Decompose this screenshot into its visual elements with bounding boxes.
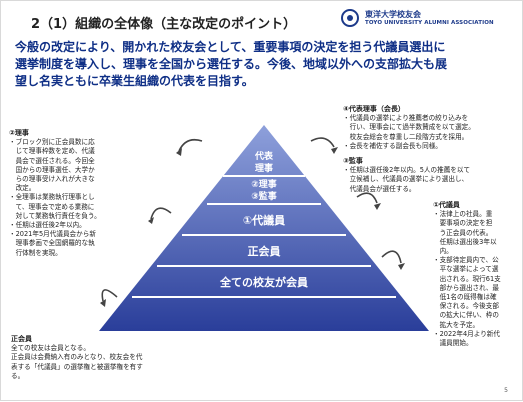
note-riji-heading: ②理事 <box>9 129 29 137</box>
arrow-right-lower-icon <box>381 250 402 264</box>
note-line: 国からの理事選任、大学か <box>9 165 95 174</box>
note-line: 要事項の決定を担 <box>433 219 493 228</box>
tier-4-label: 正会員 <box>248 244 281 258</box>
pyramid-shape <box>99 125 429 331</box>
note-kanji-heading: ③監事 <box>343 157 363 165</box>
arrow-right-mid-icon <box>356 192 378 204</box>
note-line: 部から選出され、最 <box>433 283 500 292</box>
tier-1-label-b: 理事 <box>255 162 273 174</box>
lead-line-3: 望し名実ともに卒業生組織の代表を目指す。 <box>15 74 254 88</box>
note-daigiin: ①代議員 ・法律上の社員。重 要事項の決定を担 う正会員の代表。 任期は選出後3… <box>433 201 521 348</box>
lead-line-1: 今般の改定により、開かれた校友会として、重要事項の決定を担う代議員選出に <box>15 40 446 54</box>
alumni-logo: 東洋大学校友会 TOYO UNIVERSITY ALUMNI ASSOCIATI… <box>341 7 511 33</box>
note-line: 平な選挙によって選 <box>433 265 499 274</box>
arrow-left-upper-icon <box>178 138 203 152</box>
note-line: らの理事受け入れが大きな <box>9 175 95 184</box>
arrow-right-upper-icon <box>310 137 335 148</box>
note-line: 理事参画で全国網羅的な執 <box>9 239 95 248</box>
note-line: 議員開始。 <box>433 339 473 348</box>
note-line: 正会員は会費納入有のみとなり、校友会を代 <box>11 353 143 362</box>
note-daigiin-heading: ①代議員 <box>433 201 460 209</box>
note-line: 全ての校友は会員となる。 <box>11 344 90 353</box>
note-daihyo-heading: ④代表理事（会長） <box>343 105 405 113</box>
note-line: 対して業務執行責任を負う。 <box>9 211 101 220</box>
note-line: 保される。今後支部 <box>433 302 499 311</box>
note-daihyo-riji: ④代表理事（会長） ・代議員の選挙により推薦者の絞り込みを 行い、理事会にて過半… <box>343 105 518 151</box>
note-riji: ②理事 ・ブロック別に正会員数に応 じて理事枠数を定め、代議 員会で選任される。… <box>9 129 135 258</box>
note-line: 表する「代議員」の選挙権と被選挙権を有す <box>11 362 143 371</box>
note-line: う正会員の代表。 <box>433 228 493 237</box>
note-line: ・任期は選任後2年以内。 <box>9 221 86 230</box>
note-line: 改定。 <box>9 184 36 193</box>
note-line: ・法律上の社員。重 <box>433 210 493 219</box>
note-line: ・任期は選任後2年以内。5人の推薦を以て <box>343 166 471 175</box>
arrow-heads <box>100 147 405 307</box>
note-line: 立候補し、代議員の選挙により選出し、 <box>343 175 469 184</box>
note-line: 員会で選任される。今回全 <box>9 156 95 165</box>
page-title: 2（1）組織の全体像（主な改定のポイント） <box>31 17 297 32</box>
note-line: ・支部待定員内で、公 <box>433 256 499 265</box>
logo-name-jp: 東洋大学校友会 <box>365 10 421 19</box>
note-line: 低1名の既得権は確 <box>433 293 497 302</box>
note-line: ・会長を補佐する副会長も同様。 <box>343 141 442 150</box>
note-line: ・代議員の選挙により推薦者の絞り込みを <box>343 114 469 123</box>
note-line: ・2021年5月代議員会から新 <box>9 230 96 239</box>
lead-text: 今般の改定により、開かれた校友会として、重要事項の決定を担う代議員選出に 選挙制… <box>15 39 515 90</box>
tier-2-label-a: ②理事 <box>251 178 277 190</box>
lead-line-2: 選挙制度を導入し、理事を全国から選任する。今後、地域以外への支部拡大も展 <box>15 57 448 71</box>
note-line: ・ブロック別に正会員数に応 <box>9 138 95 147</box>
note-line: る。 <box>11 371 25 380</box>
note-seikai: 正会員 全ての校友は会員となる。 正会員は会費納入有のみとなり、校友会を代 表す… <box>11 335 211 381</box>
note-line: 代議員会が選任する。 <box>343 184 416 193</box>
note-line: て、理事会で定める業務に <box>9 202 95 211</box>
tier-1-label-a: 代表 <box>254 150 274 162</box>
tier-2-label-b: ③監事 <box>251 190 277 202</box>
arrow-left-lower-icon <box>101 289 118 302</box>
tier-3-label: ①代議員 <box>243 213 285 227</box>
note-kanji: ③監事 ・任期は選任後2年以内。5人の推薦を以て 立候補し、代議員の選挙により選… <box>343 157 518 194</box>
tier-5-label: 全ての校友が会員 <box>219 275 308 289</box>
logo-name-en: TOYO UNIVERSITY ALUMNI ASSOCIATION <box>365 20 494 26</box>
curved-arrows <box>101 137 402 302</box>
page-number: 5 <box>504 387 508 394</box>
note-line: じて理事枠数を定め、代議 <box>9 147 95 156</box>
arrow-left-mid-icon <box>150 207 172 220</box>
note-line: 任期は選出後3年以 <box>433 237 497 246</box>
note-line: 拡大を予定。 <box>433 320 480 329</box>
note-line: 行体制を実現。 <box>9 248 62 257</box>
note-line: の拡大に伴い、枠の <box>433 311 499 320</box>
university-seal-icon <box>341 9 359 27</box>
note-line: 出される。現行61支 <box>433 274 501 283</box>
note-line: 校友会総会を尊重し二段階方式を採用。 <box>343 132 469 141</box>
note-line: 行い、理事会にて過半数賛成を以て選定。 <box>343 123 475 132</box>
note-line: ・2022年4月より新代 <box>433 329 500 338</box>
note-line: ・全理事は業務執行理事とし <box>9 193 95 202</box>
note-seikai-heading: 正会員 <box>11 335 32 343</box>
note-line: 内。 <box>433 247 453 256</box>
